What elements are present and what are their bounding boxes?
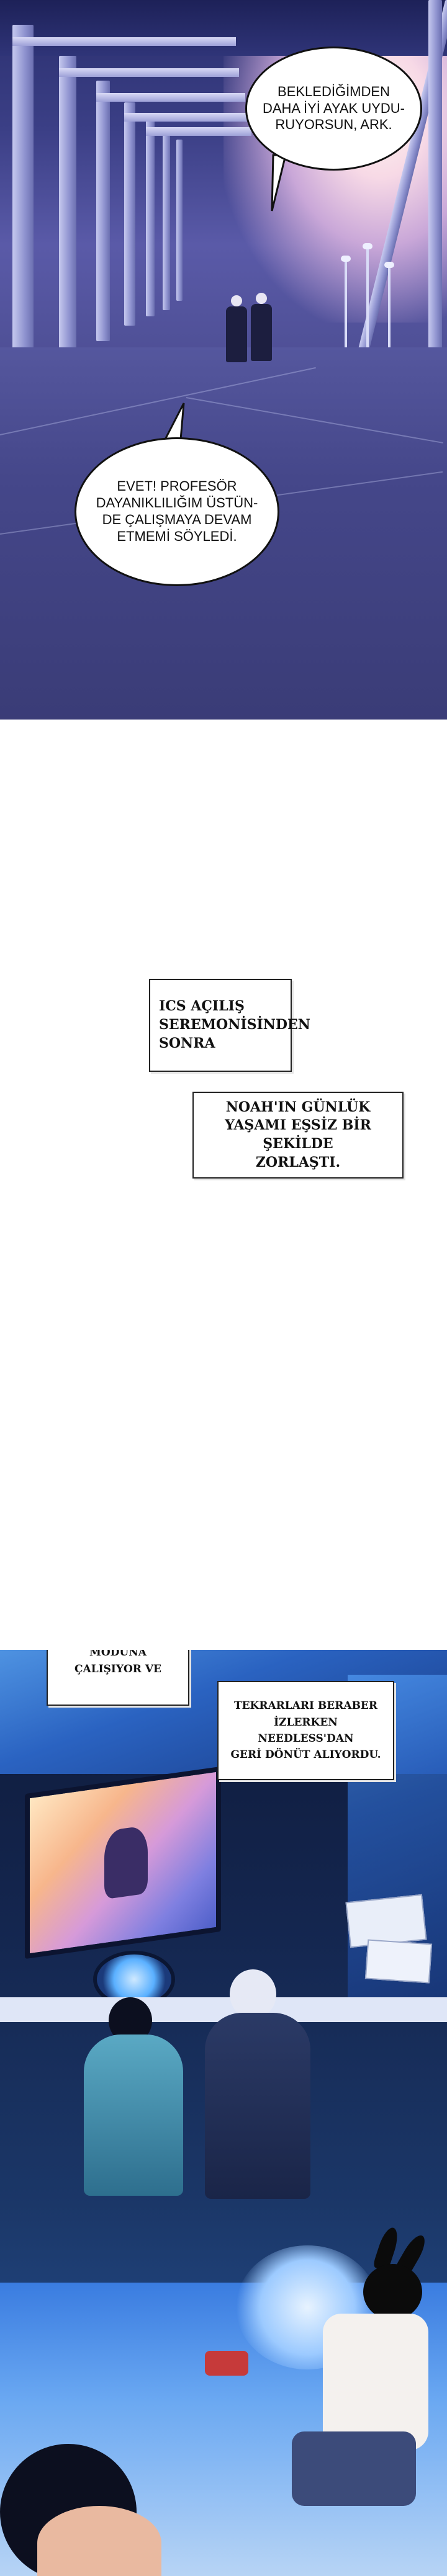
caption-text: TEKRARLARI BERABER İZLERKEN NEEDLESS'DAN… xyxy=(230,1700,381,1762)
girl-shorts xyxy=(292,2431,416,2506)
girl-body xyxy=(323,2314,428,2450)
caption-box: FORCE İLE EĞİTİM YAPTIKTAN SONRA SİHİR- … xyxy=(47,1650,189,1706)
caption-text: FORCE İLE EĞİTİM YAPTIKTAN SONRA SİHİR- … xyxy=(74,1650,161,1675)
street-lamp xyxy=(341,256,351,347)
pillar xyxy=(124,102,135,326)
monitor-character xyxy=(104,1825,148,1900)
girl-head xyxy=(363,2264,422,2320)
character-figure xyxy=(226,306,247,362)
street-lamp xyxy=(384,262,394,347)
ceiling-beam xyxy=(59,68,239,77)
wristband xyxy=(205,2351,248,2376)
ceiling-beam xyxy=(12,37,236,46)
character-head xyxy=(256,293,267,304)
speech-text-top: BEKLEDİĞİMDEN DAHA İYİ AYAK UYDU- RUYORS… xyxy=(262,83,405,133)
training-monitor xyxy=(25,1766,221,1959)
pillar xyxy=(146,118,155,316)
ceiling-beam xyxy=(124,113,248,122)
pillar xyxy=(176,140,183,301)
caption-text: NOAH'IN GÜNLÜK YAŞAMI EŞSİZ BİR ŞEKİLDE … xyxy=(225,1099,371,1170)
ceiling-beam xyxy=(146,127,251,136)
corridor-panel: BEKLEDİĞİMDEN DAHA İYİ AYAK UYDU- RUYORS… xyxy=(0,0,447,720)
ark-head xyxy=(230,1969,276,2019)
pillar xyxy=(428,0,442,409)
speech-text-bottom: EVET! PROFESÖR DAYANIKLILIĞIM ÜSTÜN- DE … xyxy=(96,478,258,544)
noah-face xyxy=(37,2506,161,2576)
noah-hoodie xyxy=(84,2035,183,2196)
ark-jacket xyxy=(205,2013,310,2199)
character-figure xyxy=(251,304,272,361)
paper-sheet xyxy=(345,1894,427,1948)
pillar xyxy=(96,81,110,341)
speech-bubble-bottom: EVET! PROFESÖR DAYANIKLILIĞIM ÜSTÜN- DE … xyxy=(74,437,279,586)
caption-box: TEKRARLARI BERABER İZLERKEN NEEDLESS'DAN… xyxy=(217,1681,394,1780)
caption-text: ICS AÇILIŞ SEREMONİSİNDEN SONRA xyxy=(159,998,310,1051)
caption-box: NOAH'IN GÜNLÜK YAŞAMI EŞSİZ BİR ŞEKİLDE … xyxy=(192,1092,404,1179)
pillar xyxy=(12,25,34,409)
ceiling-beam xyxy=(96,93,245,102)
caption-box: ICS AÇILIŞ SEREMONİSİNDEN SONRA xyxy=(149,979,310,1072)
character-head xyxy=(231,295,242,306)
corridor-ceiling xyxy=(0,0,447,56)
pillar xyxy=(163,130,170,310)
lab-panel: FORCE İLE EĞİTİM YAPTIKTAN SONRA SİHİR- … xyxy=(0,1650,447,2576)
action-scene xyxy=(0,2225,447,2576)
street-lamp xyxy=(363,243,372,347)
speech-bubble-top: BEKLEDİĞİMDEN DAHA İYİ AYAK UYDU- RUYORS… xyxy=(245,47,422,171)
pillar xyxy=(59,56,76,366)
paper-sheet xyxy=(364,1939,433,1984)
